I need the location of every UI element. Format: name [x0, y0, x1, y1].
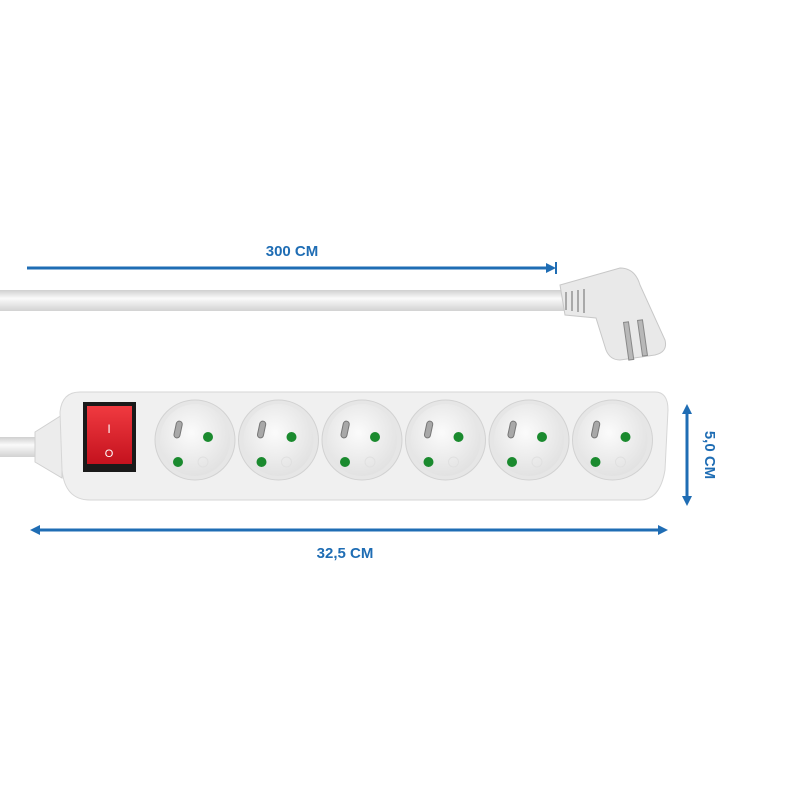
- strip-height-label: 5,0 CM: [701, 431, 718, 479]
- strip-length-label: 32,5 CM: [317, 545, 374, 562]
- socket-outlet[interactable]: [405, 399, 486, 481]
- strip-length-dimension: [30, 525, 668, 535]
- cable: [0, 290, 565, 311]
- socket-outlet[interactable]: [238, 399, 319, 481]
- schuko-plug: [559, 267, 666, 361]
- socket-outlet[interactable]: [488, 399, 570, 481]
- socket-outlet[interactable]: [321, 399, 403, 481]
- switch-off-mark: O: [105, 448, 114, 460]
- socket-outlet[interactable]: [572, 399, 653, 481]
- strip-cable: [0, 437, 40, 457]
- switch-on-mark: I: [107, 422, 110, 436]
- cable-length-label: 300 CM: [266, 243, 319, 260]
- cable-length-dimension: [27, 262, 557, 274]
- power-switch[interactable]: I O: [83, 402, 136, 472]
- socket-outlet[interactable]: [154, 399, 236, 481]
- strip-height-dimension: [682, 404, 692, 506]
